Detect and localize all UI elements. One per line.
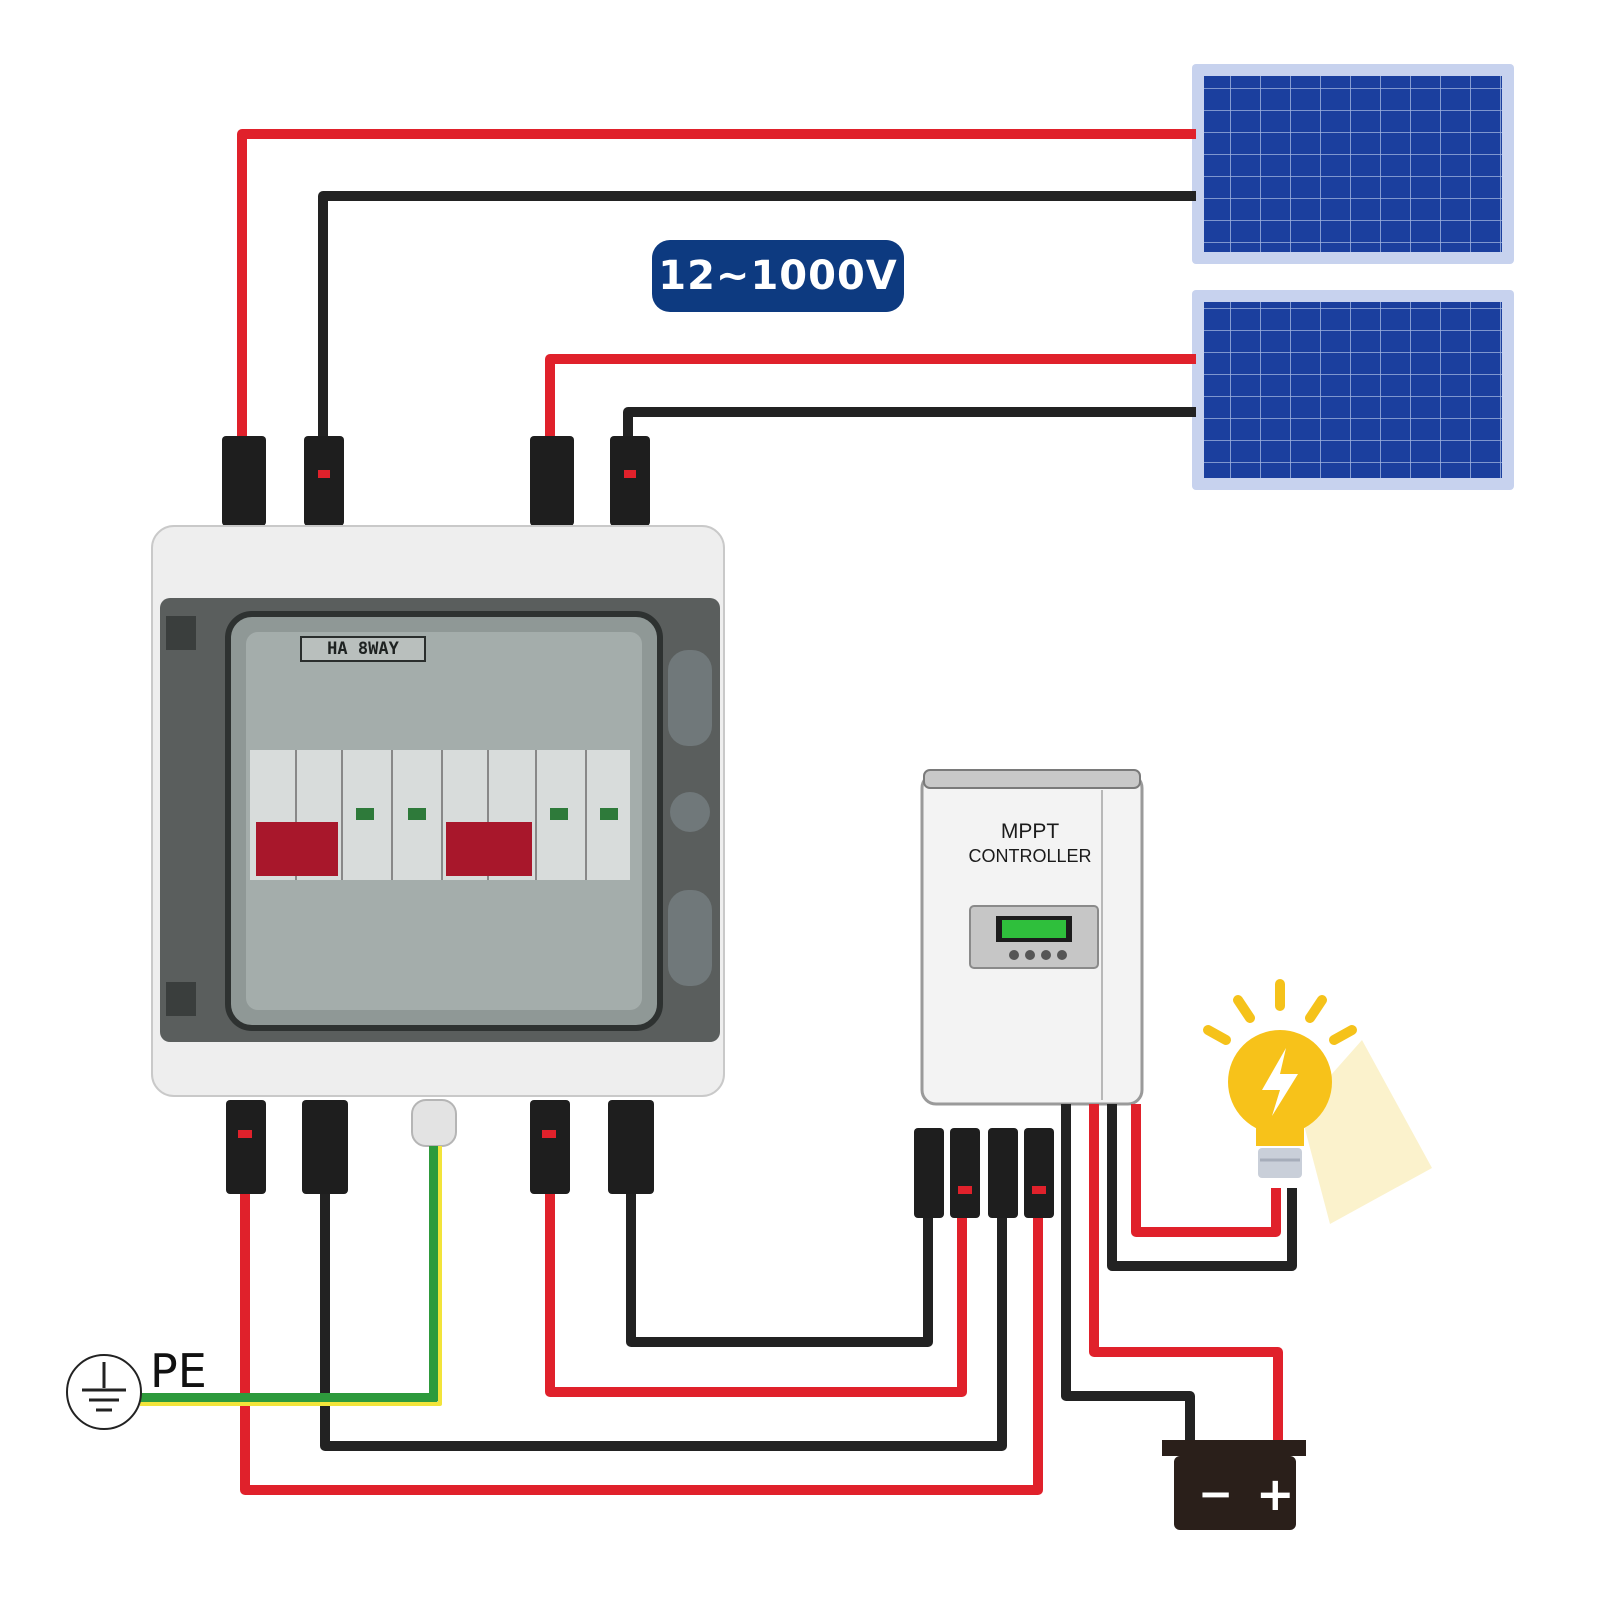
combiner-box-label: HA 8WAY <box>300 636 426 662</box>
output-positive-a <box>545 1194 967 1397</box>
ground-icon <box>66 1354 142 1430</box>
solar-panel-bottom <box>1192 290 1514 490</box>
voltage-badge: 12~1000V <box>652 240 904 312</box>
panel2-positive-wire <box>545 354 1196 440</box>
panel2-negative-wire <box>623 407 1196 440</box>
mppt-line2: CONTROLLER <box>968 846 1092 866</box>
output-negative-a <box>626 1194 933 1347</box>
battery-icon: − + <box>1162 1440 1306 1530</box>
pe-label: PE <box>150 1344 207 1398</box>
mppt-controller <box>920 769 1144 1106</box>
battery-negative-wire <box>1061 1104 1195 1446</box>
top-connectors <box>222 436 650 526</box>
ground-wire <box>140 1146 442 1406</box>
battery-positive-wire <box>1089 1104 1283 1446</box>
bottom-connectors <box>226 1099 654 1194</box>
controller-connectors <box>914 1128 1054 1218</box>
panel-wires <box>237 129 1196 440</box>
output-negative-b <box>320 1194 1007 1451</box>
bulb-negative-wire <box>1107 1104 1297 1271</box>
battery-positive: + <box>1256 1467 1295 1521</box>
light-bulb-icon <box>1203 979 1432 1224</box>
battery-negative: − <box>1198 1469 1233 1518</box>
mppt-controller-label: MPPT CONTROLLER <box>960 820 1100 868</box>
solar-panel-top <box>1192 64 1514 264</box>
load-wires <box>1061 1104 1297 1446</box>
mppt-line1: MPPT <box>1000 820 1060 843</box>
output-positive-b <box>240 1194 1043 1495</box>
controller-wires <box>240 1194 1043 1495</box>
bulb-positive-wire <box>1131 1104 1281 1237</box>
panel1-negative-wire <box>318 191 1196 440</box>
panel1-positive-wire <box>237 129 1196 440</box>
combiner-box <box>151 525 725 1097</box>
